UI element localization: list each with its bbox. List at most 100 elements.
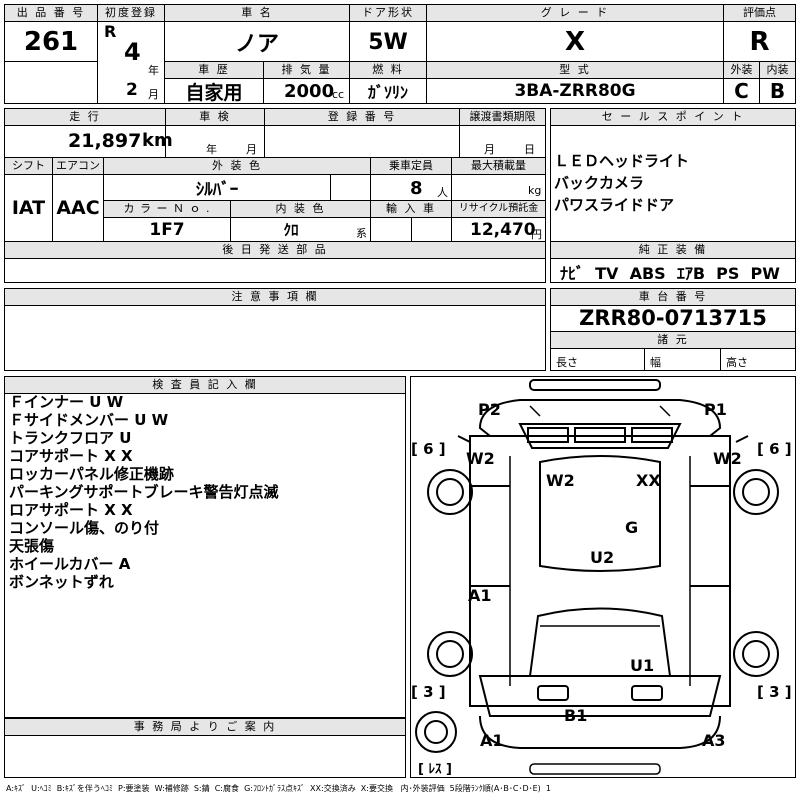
equipment: ﾅﾋﾞ TV ABS ｴｱB PS PW — [560, 264, 780, 283]
equipment-block — [550, 241, 796, 283]
damage-g: G — [625, 518, 639, 537]
plate-label: 登 録 番 号 — [265, 109, 459, 126]
inspector-line: ホイールカバー A — [9, 555, 131, 573]
int-color: ｸﾛ — [283, 221, 299, 239]
ac-label: エアコン — [53, 158, 103, 175]
reg-year: 4 — [124, 38, 141, 66]
length-label: 長さ — [556, 356, 578, 369]
exterior-label: 外装 — [724, 62, 759, 79]
int-color-label: 内 装 色 — [231, 201, 370, 218]
damage-a1-mid: A1 — [468, 586, 492, 605]
inspector-line: Ｆインナー U W — [9, 393, 124, 411]
sales-point-item: バックカメラ — [554, 174, 645, 192]
displacement: 2000 — [284, 81, 335, 102]
sales-point-item: ＬＥＤヘッドライト — [554, 152, 690, 170]
damage-w2-mid: W2 — [546, 471, 575, 490]
header-block — [4, 4, 796, 104]
dims-label: 諸 元 — [551, 332, 795, 349]
chassis-number: ZRR80-0713715 — [579, 306, 767, 330]
notes-label: 注 意 事 項 欄 — [5, 289, 545, 306]
height-label: 高さ — [726, 356, 748, 369]
inspector-line: パーキングサポートブレーキ警告灯点滅 — [9, 483, 279, 501]
spare-tire: [ ﾚｽ ] — [418, 762, 452, 777]
doc-deadline-label: 譲渡書類期限 — [460, 109, 545, 126]
car-outline — [415, 379, 779, 775]
exterior-grade: C — [734, 79, 749, 103]
inspector-line: コンソール傷、のり付 — [9, 519, 160, 537]
recycle-fee: 12,470 — [470, 220, 536, 240]
year-unit: 年 — [148, 64, 159, 77]
interior-label: 内装 — [760, 62, 795, 79]
later-parts-label: 後 日 発 送 部 品 — [5, 242, 545, 259]
mileage-unit: km — [142, 130, 173, 151]
damage-xx: XX — [636, 471, 661, 490]
inspector-line: コアサポート X X — [9, 447, 133, 465]
inspector-line: ロアサポート X X — [9, 501, 133, 519]
score: R — [749, 27, 770, 57]
era: R — [104, 22, 117, 41]
equipment-label: 純 正 装 備 — [551, 242, 795, 259]
recycle-unit: 円 — [531, 228, 542, 241]
month-unit: 月 — [148, 88, 159, 101]
import-label: 輸 入 車 — [371, 201, 451, 218]
doc-day-unit: 日 — [524, 143, 535, 156]
first-reg-label: 初度登録 — [98, 5, 164, 22]
grade-label: グ レ ー ド — [427, 5, 723, 22]
notes-block — [4, 288, 546, 371]
tire-bl: [ 3 ] — [411, 683, 446, 701]
capacity-unit: 人 — [437, 186, 448, 199]
damage-u1: U1 — [630, 656, 655, 675]
inspector-block — [4, 376, 406, 718]
reg-month: 2 — [126, 80, 138, 100]
shift: IAT — [11, 197, 46, 219]
sales-point-item: パワスライドドア — [554, 196, 675, 214]
doc-month-unit: 月 — [484, 143, 495, 156]
door-label: ドア形状 — [350, 5, 426, 22]
tire-tr: [ 6 ] — [757, 440, 792, 458]
lot-number: 261 — [23, 27, 79, 57]
damage-w2-left: W2 — [466, 449, 495, 468]
tire-tl: [ 6 ] — [411, 440, 446, 458]
chassis-block — [550, 288, 796, 371]
load-label: 最大積載量 — [452, 158, 545, 175]
ac: AAC — [56, 197, 100, 219]
inspector-line: ロッカーパネル修正機跡 — [9, 465, 174, 483]
inspector-line: Ｆサイドメンバー U W — [9, 411, 169, 429]
chassis-label: 車 台 番 号 — [551, 289, 795, 306]
inspector-notes: Ｆインナー U W Ｆサイドメンバー U W トランクフロア U コアサポート … — [9, 393, 404, 591]
damage-w2-right: W2 — [713, 449, 742, 468]
damage-b1: B1 — [564, 706, 588, 725]
car-name: ノア — [234, 32, 279, 57]
insp-month-unit: 月 — [246, 143, 257, 156]
grade: X — [564, 27, 586, 57]
color-label: 外 装 色 — [104, 158, 370, 175]
lot-label: 出 品 番 号 — [5, 5, 97, 22]
inspector-line: トランクフロア U — [9, 429, 132, 447]
capacity: 8 — [410, 178, 423, 199]
width-label: 幅 — [650, 356, 661, 369]
shift-label: シフト — [5, 158, 52, 175]
model-label: 型 式 — [427, 62, 723, 79]
later-parts-block — [4, 241, 546, 283]
damage-p1: P1 — [704, 400, 727, 419]
interior-grade: B — [769, 79, 786, 103]
mileage-label: 走 行 — [5, 109, 165, 126]
legend: A:ｷｽﾞ U:ﾍｺﾐ B:ｷｽﾞを伴うﾍｺﾐ P:要塗装 W:補修跡 S:錆 … — [6, 784, 551, 793]
fuel-label: 燃 料 — [350, 62, 426, 79]
inspector-line: 天張傷 — [9, 537, 55, 555]
inspection-label: 車 検 — [166, 109, 264, 126]
capacity-label: 乗車定員 — [371, 158, 451, 175]
recycle-label: リサイクル預託金 — [452, 201, 545, 218]
fuel: ｶﾞｿﾘﾝ — [367, 83, 408, 102]
tire-br: [ 3 ] — [757, 683, 792, 701]
score-label: 評価点 — [724, 5, 795, 22]
inspector-line: ボンネットずれ — [9, 573, 114, 591]
door-type: 5W — [368, 29, 408, 55]
body-color: ｼﾙﾊﾞｰ — [195, 180, 239, 200]
color-no-label: カ ラ ー Ｎ ｏ . — [104, 201, 230, 218]
damage-a1-bottom: A1 — [480, 731, 504, 750]
int-color-unit: 系 — [356, 227, 367, 240]
office-block — [4, 718, 406, 778]
displacement-label: 排 気 量 — [264, 62, 349, 79]
office-label: 事 務 局 よ り ご 案 内 — [5, 719, 405, 736]
